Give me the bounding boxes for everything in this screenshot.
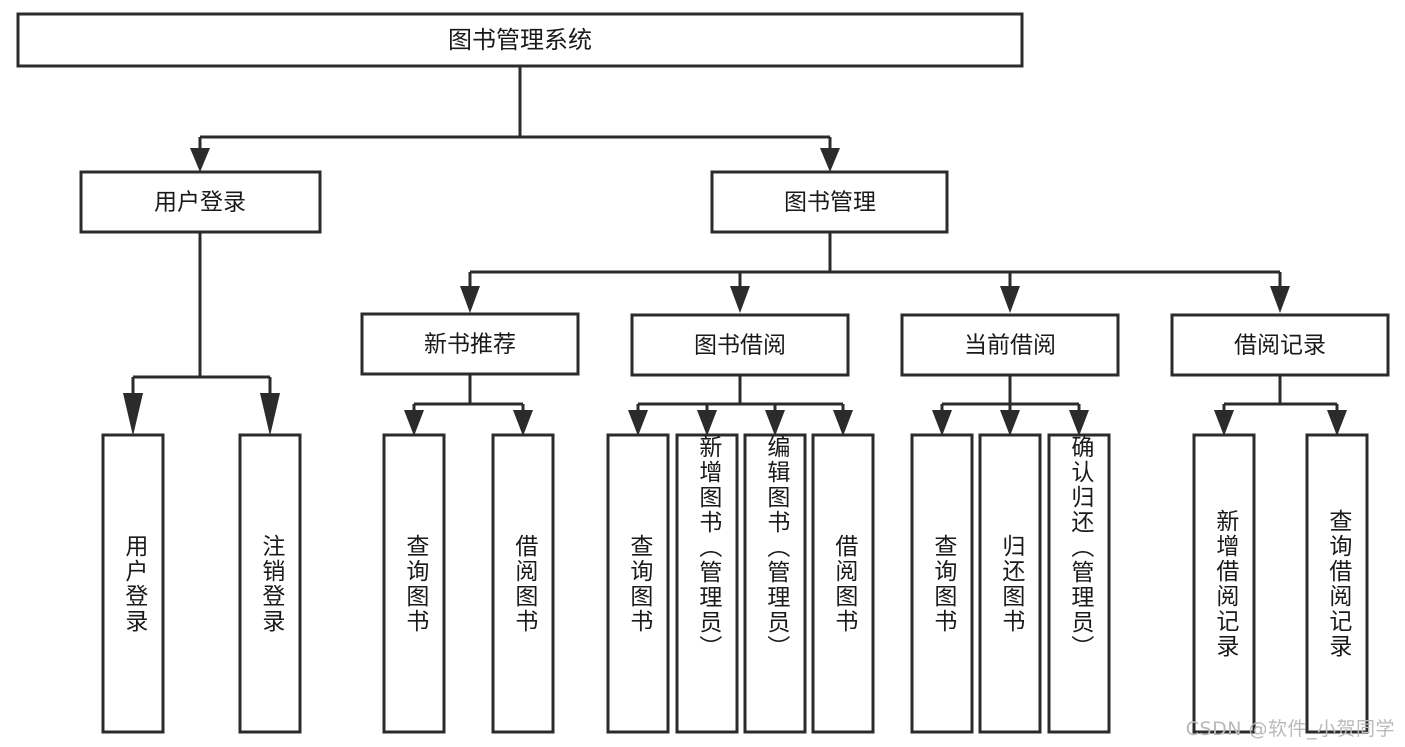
connector-group-book-mgmt-to-level3 [460,232,1290,313]
leaf-box-add-book[interactable] [675,433,739,734]
arrow-head-book-mgmt [820,148,840,172]
leaf-box-query-book-1[interactable] [382,433,446,734]
node-current-borrow-label: 当前借阅 [964,333,1056,359]
node-user-login[interactable]: 用户登录 [79,170,322,234]
arrow-head-leaf-edit-book [765,410,785,436]
leaf-box-confirm-return[interactable] [1047,433,1111,734]
leaf-node-group [101,433,1369,734]
arrow-head-leaf-user-login [123,393,143,436]
connector-group-borrow-record-to-leaves [1214,375,1347,436]
connector-group-new-book-to-leaves [404,374,533,436]
node-book-management[interactable]: 图书管理 [710,170,949,234]
node-current-borrow-box[interactable] [900,313,1120,377]
connector-group-user-login-to-leaves [123,232,280,436]
node-new-book-recommend-label: 新书推荐 [424,332,516,358]
arrow-head-leaf-return-book [1000,410,1020,436]
node-new-book-recommend-box[interactable] [360,312,580,376]
node-borrow-record-box[interactable] [1170,313,1390,377]
arrow-head-user-login [190,148,210,172]
arrow-head-current-borrow [1000,286,1020,313]
arrow-head-borrow-record [1270,286,1290,313]
leaf-box-user-login[interactable] [101,433,165,734]
node-book-borrow-box[interactable] [630,313,850,377]
arrow-head-leaf-logout [260,393,280,436]
arrow-head-leaf-confirm-return [1069,410,1089,436]
connector-group-current-borrow-to-leaves [932,375,1089,436]
arrow-head-leaf-query-record [1327,410,1347,436]
node-root[interactable]: 图书管理系统 [16,12,1024,68]
node-current-borrow[interactable]: 当前借阅 [900,313,1120,377]
node-new-book-recommend[interactable]: 新书推荐 [360,312,580,376]
arrow-head-leaf-borrow-book-2 [833,410,853,436]
leaf-box-query-book-3[interactable] [910,433,974,734]
node-borrow-record-label: 借阅记录 [1234,333,1326,359]
node-user-login-box[interactable] [79,170,322,234]
arrow-head-book-borrow [730,286,750,313]
node-user-login-label: 用户登录 [154,190,246,216]
leaf-box-return-book[interactable] [978,433,1042,734]
connector-group-book-borrow-to-leaves [628,375,853,436]
leaf-box-edit-book[interactable] [743,433,807,734]
arrow-head-leaf-borrow-book-1 [513,410,533,436]
leaf-box-borrow-book-1[interactable] [491,433,555,734]
node-root-label: 图书管理系统 [448,26,592,54]
arrow-head-leaf-query-book-1 [404,410,424,436]
node-root-box[interactable] [16,12,1024,68]
leaf-box-add-record[interactable] [1192,433,1256,734]
leaf-box-query-book-2[interactable] [606,433,670,734]
arrow-head-leaf-add-record [1214,410,1234,436]
node-book-management-label: 图书管理 [784,190,876,216]
node-book-borrow-label: 图书借阅 [694,333,786,359]
leaf-box-logout[interactable] [238,433,302,734]
leaf-box-borrow-book-2[interactable] [811,433,875,734]
arrow-head-leaf-add-book [697,410,717,436]
arrow-head-leaf-query-book-2 [628,410,648,436]
arrow-head-new-book [460,286,480,313]
csdn-watermark: CSDN @软件_小贺同学 [1185,718,1395,740]
node-borrow-record[interactable]: 借阅记录 [1170,313,1390,377]
arrow-head-leaf-query-book-3 [932,410,952,436]
node-book-borrow[interactable]: 图书借阅 [630,313,850,377]
node-book-management-box[interactable] [710,170,949,234]
leaf-box-query-record[interactable] [1305,433,1369,734]
connector-group-root-to-level2 [190,66,840,172]
